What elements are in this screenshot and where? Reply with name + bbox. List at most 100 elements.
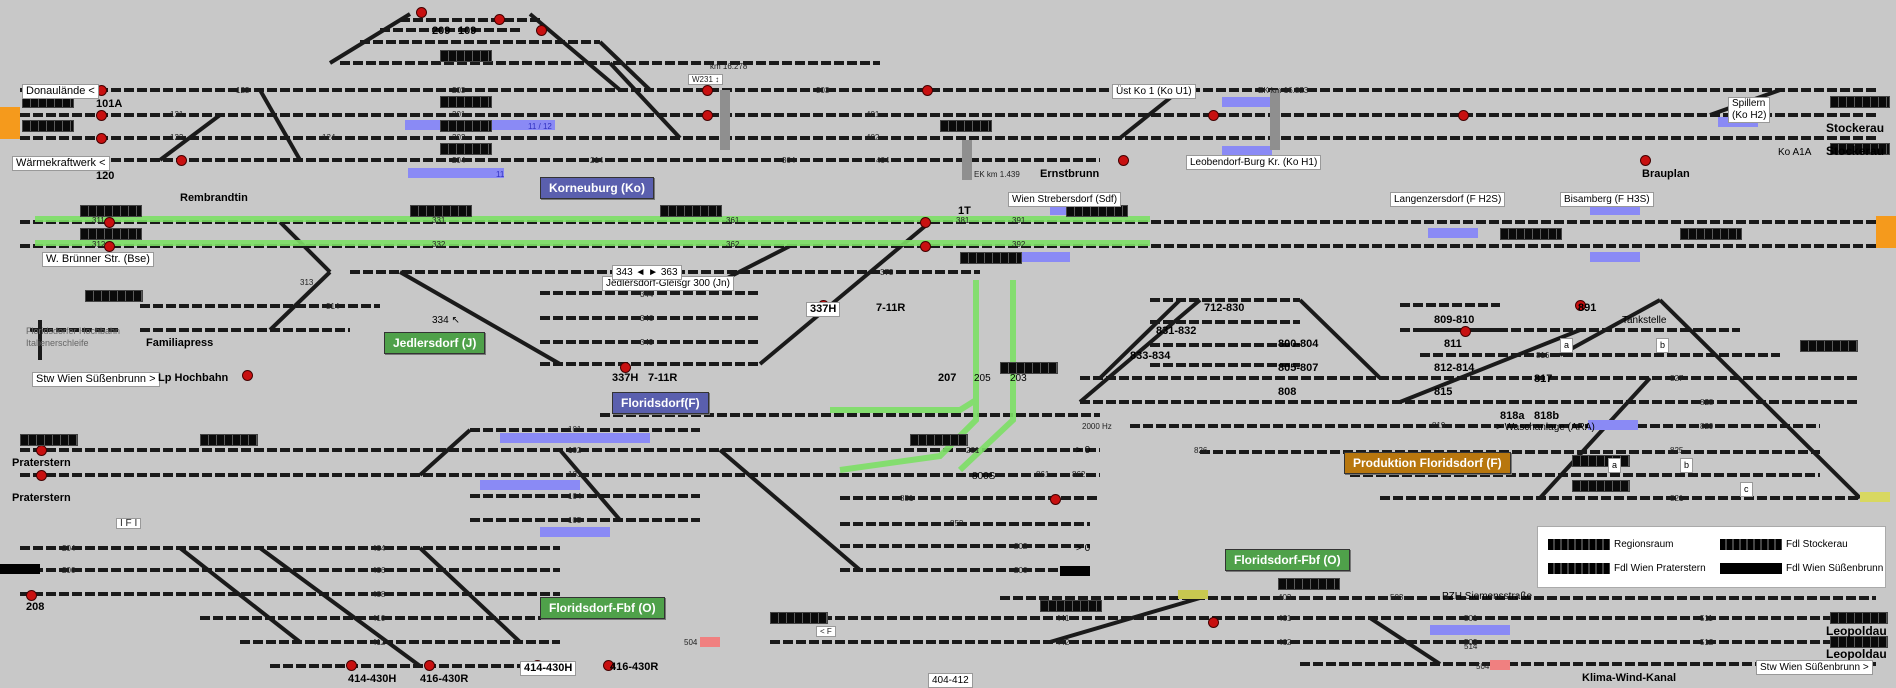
legend-regionsraum: Regionsraum	[1548, 539, 1673, 550]
label-ko-a1a: Ko A1A	[1778, 147, 1812, 158]
track-403: 403	[1278, 593, 1292, 602]
track-303: 303	[816, 86, 830, 95]
legend-swatch	[1548, 539, 1610, 550]
signal[interactable]	[536, 25, 547, 36]
track-206b: 206	[62, 566, 76, 575]
track-811: 811	[1444, 338, 1462, 350]
signal[interactable]	[920, 217, 931, 228]
signal[interactable]	[104, 217, 115, 228]
signal[interactable]	[1118, 155, 1129, 166]
track-b: b	[1656, 338, 1670, 353]
track-203: 203	[1010, 373, 1027, 384]
signal[interactable]	[346, 660, 357, 671]
track-206: 206	[1014, 566, 1028, 575]
track-816: 816	[1536, 351, 1550, 360]
track-337h: 337H	[612, 372, 639, 384]
indicator-block	[80, 228, 142, 240]
area-jedlersdorf: Jedlersdorf (J)	[384, 332, 486, 354]
signal[interactable]	[1050, 494, 1061, 505]
label-w231: W231 ↕	[688, 74, 724, 85]
area-korneuburg: Korneuburg (Ko)	[540, 177, 654, 199]
track-829: 829	[1700, 422, 1714, 431]
track-805-807: 805-807	[1278, 362, 1319, 374]
signal[interactable]	[1640, 155, 1651, 166]
signal[interactable]	[1208, 617, 1219, 628]
track-416-430r-b: 416-430R	[610, 661, 659, 673]
signal[interactable]	[702, 110, 713, 121]
label-ust-ko1: Üst Ko 1 (Ko U1)	[1112, 84, 1196, 99]
track-861: 861	[1036, 470, 1050, 479]
track-512: 512	[1700, 638, 1714, 647]
track-101: 101	[568, 425, 582, 434]
area-floridsdorf-fbf-right: Floridsdorf-Fbf (O)	[1225, 549, 1350, 571]
signal[interactable]	[26, 590, 37, 601]
signal[interactable]	[36, 445, 47, 456]
track-501: 501	[1464, 614, 1478, 623]
signal[interactable]	[922, 85, 933, 96]
track-lt-f: < F	[816, 626, 836, 637]
track-862: 862	[1072, 470, 1086, 479]
track-818b: 818b	[1534, 410, 1560, 422]
indicator-block	[1000, 362, 1058, 374]
track-204b: 204	[62, 544, 76, 553]
indicator-block	[440, 50, 492, 62]
label-leopoldau-2: Leopoldau	[1826, 647, 1887, 661]
track-514: 514	[1464, 642, 1478, 651]
track-504b: 504	[684, 638, 698, 647]
label-italienerschleife: Italienerschleife	[26, 338, 89, 348]
track-831-832: 831-832	[1156, 325, 1197, 337]
signal[interactable]	[603, 660, 614, 671]
track-331: 331	[432, 216, 446, 225]
signal[interactable]	[1460, 326, 1471, 337]
track-343-363: 343 ◄ ► 363	[612, 265, 682, 280]
track-214: 214	[590, 156, 604, 165]
track-311: 311	[92, 216, 105, 225]
signal[interactable]	[104, 241, 115, 252]
indicator-block	[200, 434, 258, 446]
track-a2: a	[1608, 458, 1622, 473]
track-401: 401	[866, 110, 880, 119]
track-7-11r: 7-11R	[648, 372, 678, 384]
indicator-block	[660, 205, 722, 217]
track-204: 204	[452, 156, 466, 165]
track-462: 462	[1278, 638, 1292, 647]
signal[interactable]	[416, 7, 427, 18]
track-a: a	[1560, 338, 1574, 353]
signal[interactable]	[1458, 110, 1469, 121]
label-waermekraftwerk: Wärmekraftwerk <	[12, 156, 110, 171]
track-817: 817	[1534, 373, 1553, 385]
signal[interactable]	[494, 14, 505, 25]
indicator-block	[1830, 636, 1888, 648]
label-waschanlage: > Waschanlage (ARA)	[1496, 422, 1595, 433]
track-123: 123	[236, 86, 250, 95]
signal[interactable]	[1575, 300, 1586, 311]
track-818a: 818a	[1500, 410, 1525, 422]
signal[interactable]	[242, 370, 253, 381]
track-800-804: 800-804	[1278, 338, 1319, 350]
area-floridsdorf-f: Floridsdorf(F)	[612, 392, 709, 414]
signal[interactable]	[96, 110, 107, 121]
legend-swatch	[1720, 539, 1782, 550]
signal[interactable]	[1208, 110, 1219, 121]
track-203b: 203	[452, 86, 466, 95]
signal[interactable]	[620, 362, 631, 373]
signal[interactable]	[176, 155, 187, 166]
signal[interactable]	[96, 133, 107, 144]
track-124: 124	[322, 133, 336, 142]
track-825: 825	[1670, 446, 1684, 455]
track-442: 442	[1056, 638, 1070, 647]
signal[interactable]	[702, 85, 713, 96]
legend-swatch	[1720, 563, 1782, 574]
track-362: 362	[726, 240, 740, 249]
label-leobendorf: Leobendorf-Burg Kr. (Ko H1)	[1186, 155, 1322, 170]
track-c: c	[1740, 482, 1753, 497]
label-tankstelle: Tankstelle	[1622, 315, 1667, 326]
signal[interactable]	[36, 470, 47, 481]
signal[interactable]	[920, 241, 931, 252]
label-km-16278: km 16.278	[710, 62, 748, 71]
label-langenzersdorf: Langenzersdorf (F H2S)	[1390, 192, 1506, 207]
indicator-block	[440, 120, 492, 132]
indicator-block	[20, 434, 78, 446]
signal[interactable]	[424, 660, 435, 671]
